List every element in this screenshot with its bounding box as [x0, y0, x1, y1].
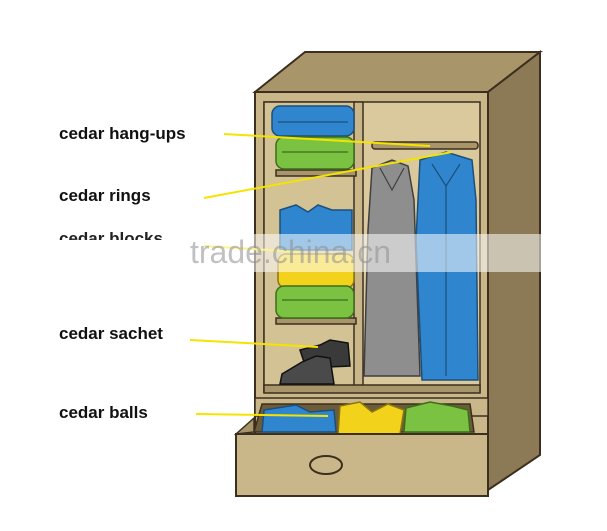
shoe-front	[279, 355, 335, 385]
folded-blue-top	[271, 105, 355, 137]
label-cedar-blocks: cedar blocks	[59, 229, 163, 248]
leader-sachet	[189, 339, 319, 348]
drawer-side	[233, 416, 255, 436]
cabinet-floor	[263, 384, 481, 394]
label-cedar-balls: cedar balls	[59, 403, 148, 422]
leader-hang-ups	[223, 133, 431, 147]
shelf-2	[275, 317, 357, 325]
watermark-band	[0, 234, 607, 272]
label-cedar-hang-ups: cedar hang-ups	[59, 124, 186, 143]
drawer-front	[235, 433, 489, 497]
leader-rings	[203, 151, 453, 199]
drawer-blue-shirt	[261, 404, 337, 433]
watermark-text: trade.china.cn	[190, 234, 392, 270]
label-cedar-sachet: cedar sachet	[59, 324, 163, 343]
folded-green-mid	[275, 285, 355, 319]
label-cedar-rings: cedar rings	[59, 186, 151, 205]
drawer-handle	[309, 455, 343, 475]
folded-green-top	[275, 136, 355, 170]
shelf-1	[275, 169, 357, 177]
leader-balls	[195, 413, 329, 417]
drawer-green-shirt	[403, 401, 471, 433]
